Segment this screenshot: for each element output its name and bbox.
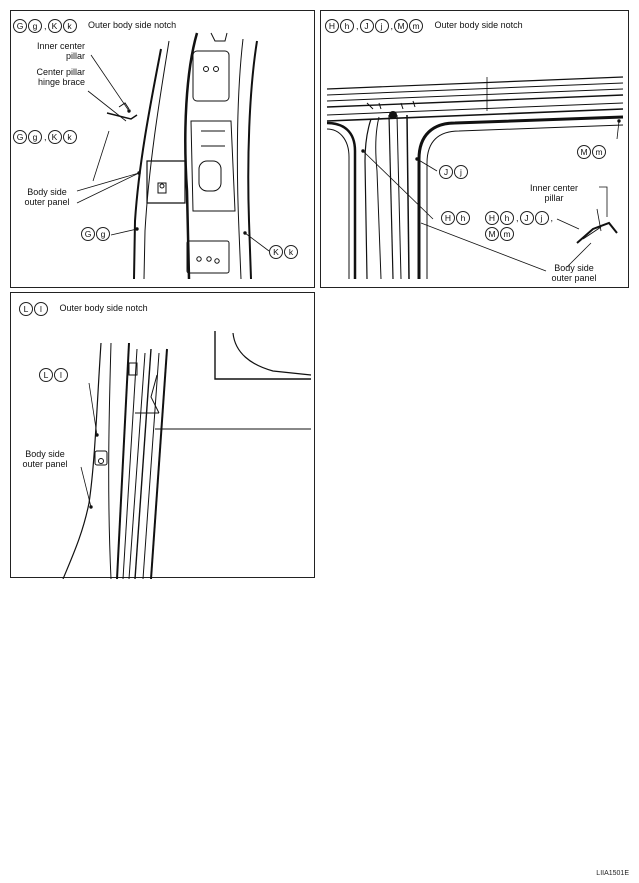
callout-g-upper: G <box>13 130 27 144</box>
callout-g-lower: g <box>96 227 110 241</box>
panel2-title: Outer body side notch <box>434 20 523 31</box>
callout-j-lower: j <box>454 165 468 179</box>
callout-g-lower: g <box>28 130 42 144</box>
callout-h-upper: H <box>441 211 455 225</box>
label-body-side-outer-panel: Body side outer panel <box>551 263 597 283</box>
figure-code: LIIA1501E <box>596 870 629 877</box>
callout-g-lower: g <box>28 19 42 33</box>
callout-k-lower: k <box>62 19 77 33</box>
callout-k-lower: k <box>62 130 77 144</box>
callout-m-upper: M <box>577 145 591 159</box>
rear-pillar-drawing <box>62 331 312 579</box>
callout-j-upper: J <box>519 210 534 225</box>
label-body-side-outer-panel: Body side outer panel <box>24 187 70 207</box>
callout-l-upper: L <box>19 302 33 316</box>
callout-m-upper: M <box>485 227 499 242</box>
callout-k-upper: K <box>47 19 62 33</box>
callout-g-upper: G <box>13 19 27 33</box>
callout-l-lower: l <box>54 368 68 382</box>
callout-g-upper: G <box>81 227 95 241</box>
label-center-pillar-hinge-brace: Center pillar hinge brace <box>36 67 85 87</box>
callout-h-lower: h <box>500 210 514 225</box>
label-inner-center-pillar: Inner center pillar <box>529 183 579 203</box>
callout-m-lower: m <box>500 227 514 242</box>
callout-m-lower: m <box>592 145 606 159</box>
callout-h-upper: H <box>485 210 499 225</box>
label-inner-center-pillar: Inner center pillar <box>36 41 85 61</box>
callout-l-upper: L <box>39 368 53 382</box>
callout-l-lower: l <box>34 302 48 316</box>
center-pillar-drawing <box>76 32 270 280</box>
callout-j-upper: J <box>439 165 453 179</box>
callout-h-lower: h <box>340 19 354 33</box>
callout-k-upper: K <box>47 130 62 144</box>
callout-j-upper: J <box>359 19 374 33</box>
callout-j-lower: j <box>534 210 549 225</box>
panel1-title: Outer body side notch <box>88 20 177 31</box>
callout-k-upper: K <box>269 245 283 259</box>
callout-j-lower: j <box>374 19 389 33</box>
callout-h-lower: h <box>456 211 470 225</box>
label-body-side-outer-panel: Body side outer panel <box>22 449 68 469</box>
callout-h-upper: H <box>325 19 339 33</box>
callout-k-lower: k <box>284 245 298 259</box>
callout-m-upper: M <box>394 19 409 33</box>
callout-m-lower: m <box>409 19 424 33</box>
roof-rail-drawing <box>326 76 624 280</box>
panel3-title: Outer body side notch <box>59 303 148 314</box>
